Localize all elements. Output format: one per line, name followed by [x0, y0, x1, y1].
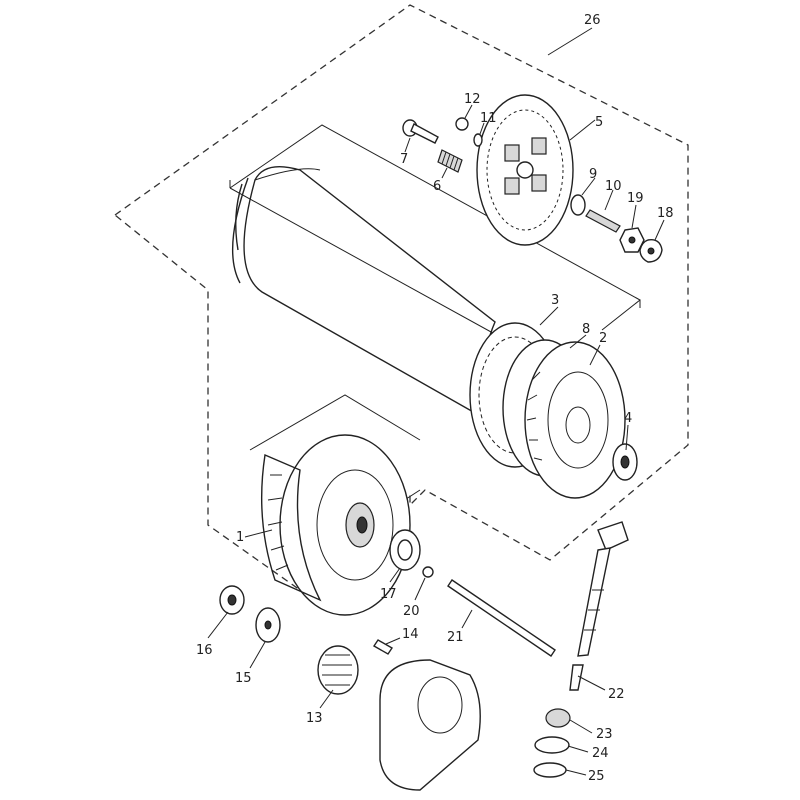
- part-17-thrust-washer: [389, 529, 421, 571]
- callout-3: 3: [551, 293, 559, 308]
- part-23-oil-seal: [545, 708, 571, 728]
- callout-1: 1: [236, 530, 244, 545]
- callout-15: 15: [235, 671, 252, 686]
- part-10-adjusting-screw: [585, 209, 621, 233]
- callout-2: 2: [599, 331, 607, 346]
- callout-25: 25: [588, 769, 605, 784]
- callout-22: 22: [608, 687, 625, 702]
- callout-16: 16: [196, 643, 213, 658]
- part-4-washer: [612, 443, 638, 481]
- friction-plate-stack: [232, 166, 506, 431]
- callout-4: 4: [624, 411, 632, 426]
- part-15-washer: [255, 607, 281, 643]
- assembly-26-dashed-outline: [113, 4, 689, 591]
- callout-5: 5: [595, 115, 603, 130]
- callout-23: 23: [596, 727, 613, 742]
- part-16-nut: [219, 585, 245, 615]
- callout-8: 8: [582, 322, 590, 337]
- callout-24: 24: [592, 746, 609, 761]
- callout-19: 19: [627, 191, 644, 206]
- callout-26: 26: [584, 13, 601, 28]
- callout-20: 20: [403, 604, 420, 619]
- part-5-primary-driven-gear: [476, 94, 574, 246]
- part-1-clutch-housing: [260, 434, 411, 616]
- callout-14: 14: [402, 627, 419, 642]
- callout-labels: 1 2 3 4 5 6 7 8 9 10 11 12 13 14 15 16 1…: [196, 13, 674, 784]
- callout-13: 13: [306, 711, 323, 726]
- crankcase-casting: [379, 659, 481, 791]
- part-21-push-rod: [447, 579, 556, 657]
- part-20-ball: [422, 566, 434, 578]
- part-25-circlip: [533, 762, 567, 778]
- part-9-washer: [570, 194, 586, 216]
- callout-12: 12: [464, 92, 481, 107]
- part-24-washer: [534, 736, 570, 754]
- part-7-bolt: [402, 119, 439, 144]
- part-2-pressure-plate: [524, 341, 626, 499]
- callout-6: 6: [433, 179, 441, 194]
- callout-17: 17: [380, 587, 397, 602]
- callout-10: 10: [605, 179, 622, 194]
- part-6-spring: [437, 149, 463, 173]
- part-19-nut: [619, 227, 645, 253]
- callout-21: 21: [447, 630, 464, 645]
- leader-lines: [207, 27, 665, 776]
- callout-9: 9: [589, 167, 597, 182]
- part-14-key: [373, 639, 393, 655]
- callout-11: 11: [480, 111, 497, 126]
- callout-18: 18: [657, 206, 674, 221]
- part-18-lock-washer: [639, 239, 663, 263]
- part-13-primary-drive-gear: [317, 645, 359, 695]
- plate-stack-outline-box: [229, 124, 641, 371]
- callout-7: 7: [400, 152, 408, 167]
- part-12-nut: [455, 117, 469, 131]
- part-11-washer: [473, 133, 483, 147]
- part-22-push-lever-axle: [569, 521, 629, 691]
